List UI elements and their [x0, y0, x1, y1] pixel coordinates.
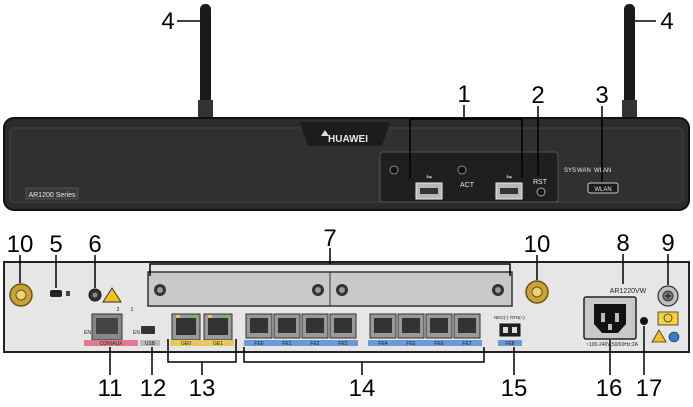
fe0-label: FE0 [254, 341, 263, 347]
led-label-wan: WAN [577, 168, 591, 174]
antenna-left [198, 4, 213, 118]
antenna-connector-right [525, 280, 549, 304]
console-port[interactable] [91, 313, 123, 341]
front-usb-port-2[interactable]: ⇋ [495, 174, 523, 200]
svg-text:⇋: ⇋ [426, 174, 432, 181]
callout-2: 2 [531, 82, 544, 109]
en-label-console: EN [84, 330, 91, 336]
callout-11: 11 [98, 375, 123, 402]
callout-1: 1 [457, 81, 470, 108]
svg-text:⇋: ⇋ [506, 174, 512, 181]
callout-5: 5 [49, 231, 62, 258]
callout-15: 15 [501, 375, 528, 402]
fe1-port[interactable] [273, 313, 301, 339]
switch-label-rtn: RTN(+) [510, 315, 525, 320]
slot-number-2: 2 [117, 307, 120, 313]
callout-10-left: 10 [7, 231, 34, 258]
ground-terminal [657, 285, 679, 307]
callout-numbers: 1 2 3 4 4 10 5 6 7 10 8 9 11 12 13 14 15… [7, 8, 675, 402]
fe3-label: FE3 [338, 341, 347, 347]
callout-16: 16 [596, 375, 623, 402]
mini-usb-port[interactable] [141, 326, 155, 334]
fe-ports-group-2 [369, 313, 481, 339]
power-rating-label: ~100-240V;50/60Hz;2A [586, 342, 639, 348]
fe8-label: FE8 [505, 341, 514, 347]
brand-label: HUAWEI [328, 134, 368, 145]
caution-icon [651, 329, 667, 343]
fe7-label: FE7 [462, 341, 471, 347]
rst-label: RST [533, 179, 548, 186]
antenna-connector-left [9, 283, 33, 307]
callout-4-right: 4 [660, 8, 673, 35]
ground-symbol-icon [657, 311, 679, 326]
en-label-usb: EN [133, 330, 140, 336]
wlan-button-label: WLAN [594, 187, 611, 193]
fe6-label: FE6 [434, 341, 443, 347]
ge0-port[interactable] [171, 313, 201, 341]
callout-17: 17 [636, 375, 663, 402]
led-label-sys: SYS [564, 168, 576, 174]
series-label: AR1200 Series [28, 192, 76, 199]
callout-7: 7 [323, 225, 336, 252]
callout-6: 6 [88, 231, 101, 258]
ge1-label: GE1 [213, 341, 223, 347]
fe2-label: FE2 [310, 341, 319, 347]
fe7-port[interactable] [453, 313, 481, 339]
console-port-label: CON/AUX [100, 341, 123, 347]
fe5-port[interactable] [397, 313, 425, 339]
antenna-right [622, 4, 637, 118]
lock-slot [50, 290, 62, 297]
callout-8: 8 [616, 230, 629, 257]
fe1-label: FE1 [282, 341, 291, 347]
ge1-port[interactable] [203, 313, 233, 341]
info-icon [668, 331, 680, 343]
callout-10-right: 10 [524, 231, 551, 258]
power-inlet[interactable] [583, 296, 637, 340]
callout-13: 13 [189, 375, 216, 402]
callout-9: 9 [661, 230, 674, 257]
rear-view: 2 1 EN EN CON/AUX USB [3, 261, 690, 353]
fe0-port[interactable] [245, 313, 273, 339]
front-io-recess [379, 151, 559, 203]
fe8-terminal[interactable] [499, 323, 521, 337]
wlan-button[interactable] [587, 182, 619, 194]
callout-3: 3 [595, 82, 608, 109]
front-view: HUAWEI AR1200 Series ⇋ ⇋ ACT RST SYS WAN… [3, 4, 690, 211]
fe5-label: FE5 [406, 341, 415, 347]
ge0-label: GE0 [181, 341, 191, 347]
callout-14: 14 [349, 375, 376, 402]
power-switch[interactable] [640, 317, 648, 325]
usb-port-label: USB [145, 341, 156, 347]
fe2-port[interactable] [301, 313, 329, 339]
front-usb-port-1[interactable]: ⇋ [415, 174, 443, 200]
fe6-port[interactable] [425, 313, 453, 339]
huawei-logo-icon [321, 130, 329, 136]
slot-number-1: 1 [131, 307, 134, 313]
callout-12: 12 [140, 375, 167, 402]
callout-4-left: 4 [161, 8, 174, 35]
model-label: AR1220VW [610, 288, 647, 295]
reset-button[interactable] [536, 187, 546, 197]
fe4-port[interactable] [369, 313, 397, 339]
callouts [19, 20, 669, 375]
fe3-port[interactable] [329, 313, 357, 339]
act-label: ACT [460, 182, 475, 189]
warning-icon [102, 287, 122, 303]
fe-ports-group-1 [245, 313, 357, 339]
switch-label-neg: NEG(-) [494, 315, 509, 320]
fe4-label: FE4 [378, 341, 387, 347]
